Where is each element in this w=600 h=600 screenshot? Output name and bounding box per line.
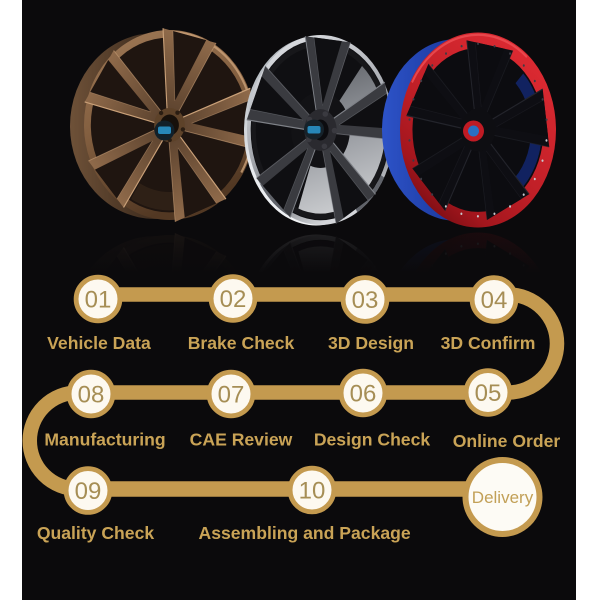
svg-text:02: 02 bbox=[220, 286, 247, 313]
svg-text:09: 09 bbox=[75, 478, 102, 505]
svg-text:07: 07 bbox=[218, 382, 245, 409]
svg-text:Assembling and Package: Assembling and Package bbox=[199, 523, 411, 543]
svg-text:Online Order: Online Order bbox=[453, 431, 561, 451]
svg-text:Design Check: Design Check bbox=[314, 430, 431, 450]
svg-text:Delivery: Delivery bbox=[472, 488, 534, 507]
svg-text:08: 08 bbox=[78, 382, 105, 409]
svg-text:3D Design: 3D Design bbox=[328, 333, 414, 353]
svg-text:03: 03 bbox=[352, 287, 379, 314]
svg-text:Manufacturing: Manufacturing bbox=[44, 430, 165, 450]
svg-text:05: 05 bbox=[475, 380, 502, 407]
svg-text:3D Confirm: 3D Confirm bbox=[441, 333, 536, 353]
svg-text:04: 04 bbox=[481, 287, 508, 314]
svg-text:CAE Review: CAE Review bbox=[190, 430, 293, 450]
svg-text:Brake Check: Brake Check bbox=[188, 333, 295, 353]
svg-text:10: 10 bbox=[299, 478, 326, 505]
svg-text:Quality Check: Quality Check bbox=[37, 523, 155, 543]
svg-text:06: 06 bbox=[350, 381, 377, 408]
svg-text:01: 01 bbox=[85, 287, 112, 314]
svg-text:Vehicle Data: Vehicle Data bbox=[47, 333, 151, 353]
